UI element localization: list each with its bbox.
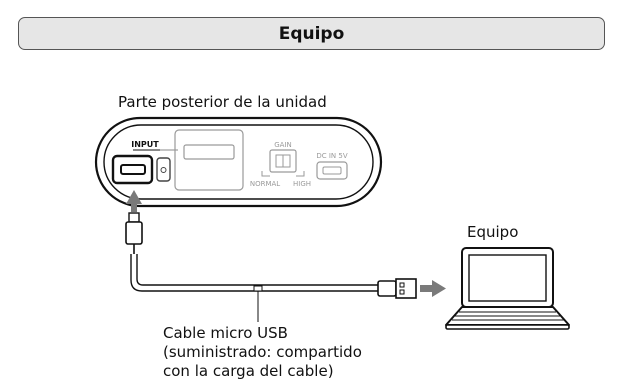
usb-port-outline	[174, 129, 244, 191]
indicator-window	[156, 157, 171, 182]
input-port-label: INPUT	[131, 140, 159, 149]
cable-caption-line: con la carga del cable)	[163, 362, 334, 380]
plug-in-arrow-right	[420, 280, 446, 297]
computer-label: Equipo	[467, 223, 519, 241]
unit-rear-panel	[94, 116, 383, 208]
laptop-icon	[445, 247, 570, 330]
section-header: Equipo	[18, 17, 605, 50]
gain-switch	[261, 149, 305, 177]
usb-cable	[130, 254, 378, 292]
usb-a-plug	[377, 278, 417, 299]
section-title: Equipo	[278, 23, 345, 44]
cable-caption: Cable micro USB (suministrado: compartid…	[163, 324, 362, 381]
unit-rear-caption: Parte posterior de la unidad	[118, 93, 327, 111]
dc-in-port	[316, 161, 348, 180]
micro-usb-plug	[125, 212, 143, 254]
micro-usb-input-port	[111, 154, 154, 185]
cable-caption-line: Cable micro USB	[163, 324, 288, 342]
cable-caption-line: (suministrado: compartido	[163, 343, 362, 361]
gain-high-label: HIGH	[293, 180, 311, 188]
plug-in-arrow-up	[126, 190, 142, 212]
dc-in-label: DC IN 5V	[316, 152, 347, 160]
gain-normal-label: NORMAL	[250, 180, 280, 188]
gain-label: GAIN	[274, 141, 292, 149]
